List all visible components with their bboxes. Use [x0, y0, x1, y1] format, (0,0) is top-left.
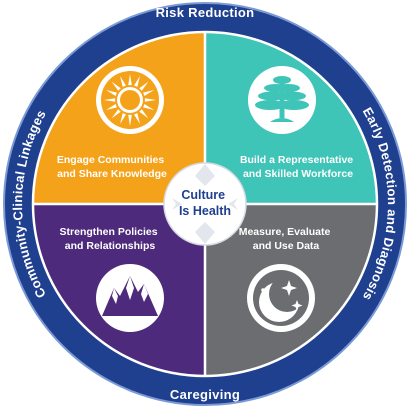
sun-ray: [111, 109, 121, 119]
sun-ray: [105, 90, 117, 96]
ring-label-bottom: Caregiving: [170, 387, 240, 402]
center-badge: Culture Is Health: [163, 162, 247, 246]
quadrant-bottom-left-title: Strengthen Policies and Relationships: [60, 226, 161, 252]
sun-ray: [120, 75, 126, 87]
quadrant-top-left-title: Engage Communities and Share Knowledge: [57, 154, 167, 180]
sun-ray: [134, 75, 140, 87]
center-pattern: [172, 164, 238, 244]
sun-ray: [105, 104, 117, 110]
center-title: Culture Is Health: [179, 188, 231, 218]
ring-label-top-fixed: Risk Reduction: [156, 5, 255, 20]
sun-ray: [139, 109, 149, 119]
sun-icon: [96, 66, 164, 134]
cedar-tree-icon: [248, 66, 316, 134]
sun-ray: [128, 114, 132, 126]
sun-ray: [144, 98, 156, 102]
sun-ray: [128, 74, 132, 86]
mountains-icon: [96, 264, 164, 332]
sun-ray: [104, 98, 116, 102]
quadrant-top-right-title: Build a Representative and Skilled Workf…: [240, 154, 356, 180]
sun-ray: [143, 104, 155, 110]
sun-ray: [139, 81, 149, 91]
sun-ray: [134, 113, 140, 125]
moon-stars-icon: [247, 264, 315, 332]
sun-ray: [120, 113, 126, 125]
quadrant-bottom-right-title: Measure, Evaluate and Use Data: [239, 226, 334, 252]
sun-ray: [143, 90, 155, 96]
sun-ray: [111, 81, 121, 91]
